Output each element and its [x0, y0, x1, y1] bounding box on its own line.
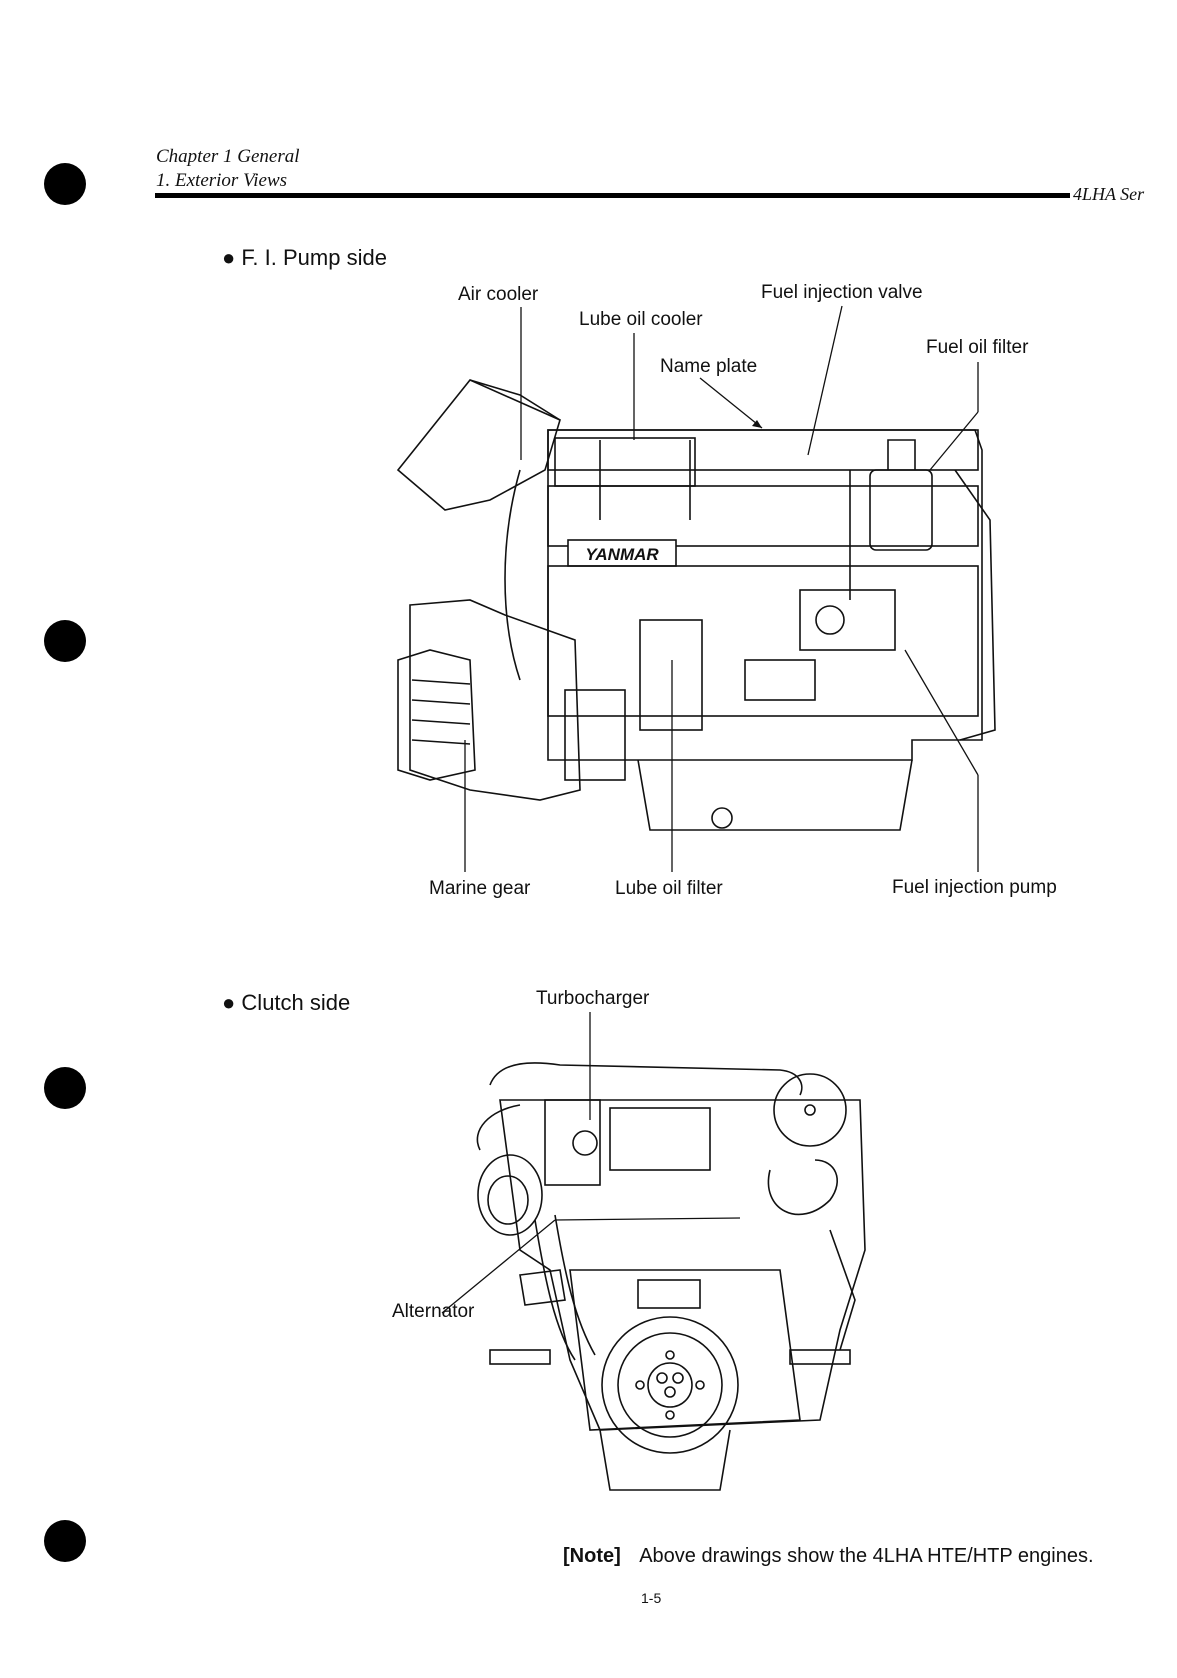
fi-pump-side-engine-drawing: YANMAR [398, 380, 995, 830]
clutch-side-engine-drawing [477, 1063, 865, 1490]
fi-pump-side-leader-lines [465, 306, 978, 872]
note: [Note] Above drawings show the 4LHA HTE/… [563, 1545, 1094, 1568]
yanmar-plate-text: YANMAR [585, 545, 659, 564]
clutch-side-leader-lines [442, 1012, 740, 1313]
page-number: 1-5 [641, 1590, 661, 1606]
note-tag: [Note] [563, 1545, 621, 1567]
note-text: Above drawings show the 4LHA HTE/HTP eng… [639, 1545, 1093, 1567]
